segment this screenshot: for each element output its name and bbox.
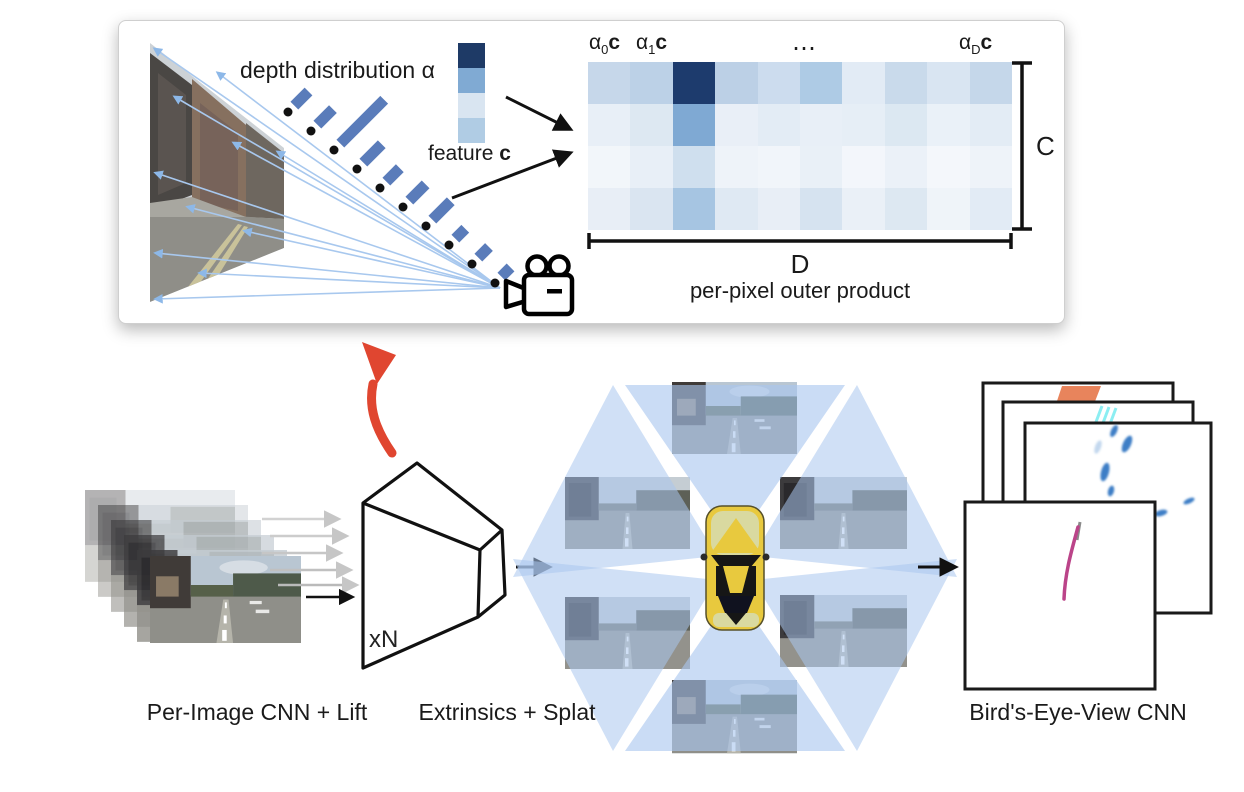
matrix-cell [799,104,843,146]
matrix-cell [842,104,885,146]
matrix-cell [757,146,800,188]
matrix-cell [757,104,800,146]
matrix-cell [927,188,970,230]
stage-label-splat: Extrinsics + Splat [418,699,596,725]
matrix-cell [969,146,1012,188]
matrix-cell [715,188,758,230]
matrix-cell [672,104,716,146]
feature-label-vec: c [499,142,511,165]
matrix-cell [884,104,928,146]
matrix-cell [969,104,1012,146]
camera-frustums [513,385,957,751]
matrix-cell [588,146,631,188]
matrix-cell [969,62,1012,104]
feature-vector-label: feature c [428,142,511,166]
matrix-cell [630,146,673,188]
matrix-cell [842,188,885,230]
matrix-cell [842,146,885,188]
matrix-cell [842,62,885,104]
c-dimension-label: C [1036,131,1055,161]
matrix-cell [715,62,758,104]
matrix-cell [927,62,970,104]
bev-lane-curve [1075,521,1082,541]
matrix-cell [588,62,631,104]
matrix-cell [630,188,673,230]
depth-distribution-label: depth distribution α [240,57,435,83]
matrix-cell [672,188,716,230]
matrix-col-label-D: αDc [959,31,993,58]
stage-label-bev: Bird's-Eye-View CNN [969,699,1187,725]
matrix-cell [884,62,928,104]
splat-camera-images [565,382,907,754]
matrix-cell [588,104,631,146]
matrix-ellipsis: ⋯ [792,35,820,62]
matrix-cell [715,104,758,146]
matrix-col-label-0: α0c [589,31,621,58]
stage-label-lift: Per-Image CNN + Lift [146,699,368,725]
bev-detection-blobs [1094,424,1195,517]
matrix-cell [969,188,1012,230]
matrix-cell [588,188,631,230]
d-dimension-label: D [790,249,810,279]
lift-callout-arrow [362,342,397,458]
matrix-cell [799,146,843,188]
matrix-cell [757,188,800,230]
matrix-cell [672,62,716,104]
ego-car [700,505,770,631]
matrix-cell [927,146,970,188]
outer-product-matrix [588,62,1012,230]
front-camera-image [150,556,301,643]
matrix-cell [630,104,673,146]
matrix-cell [799,62,843,104]
matrix-cell [927,104,970,146]
stack-arrows [262,510,360,606]
input-image-stack [85,490,301,643]
cnn-multiplier-label: xN [369,626,399,653]
matrix-cell [757,62,800,104]
matrix-cell [884,188,928,230]
matrix-cell [799,188,843,230]
matrix-cell [672,146,716,188]
matrix-cell [715,146,758,188]
outer-product-caption: per-pixel outer product [689,278,911,303]
matrix-cell [630,62,673,104]
matrix-cell [884,146,928,188]
feature-label-text: feature [428,142,500,165]
bev-output-maps [963,381,1213,691]
matrix-col-label-1: α1c [636,31,668,58]
